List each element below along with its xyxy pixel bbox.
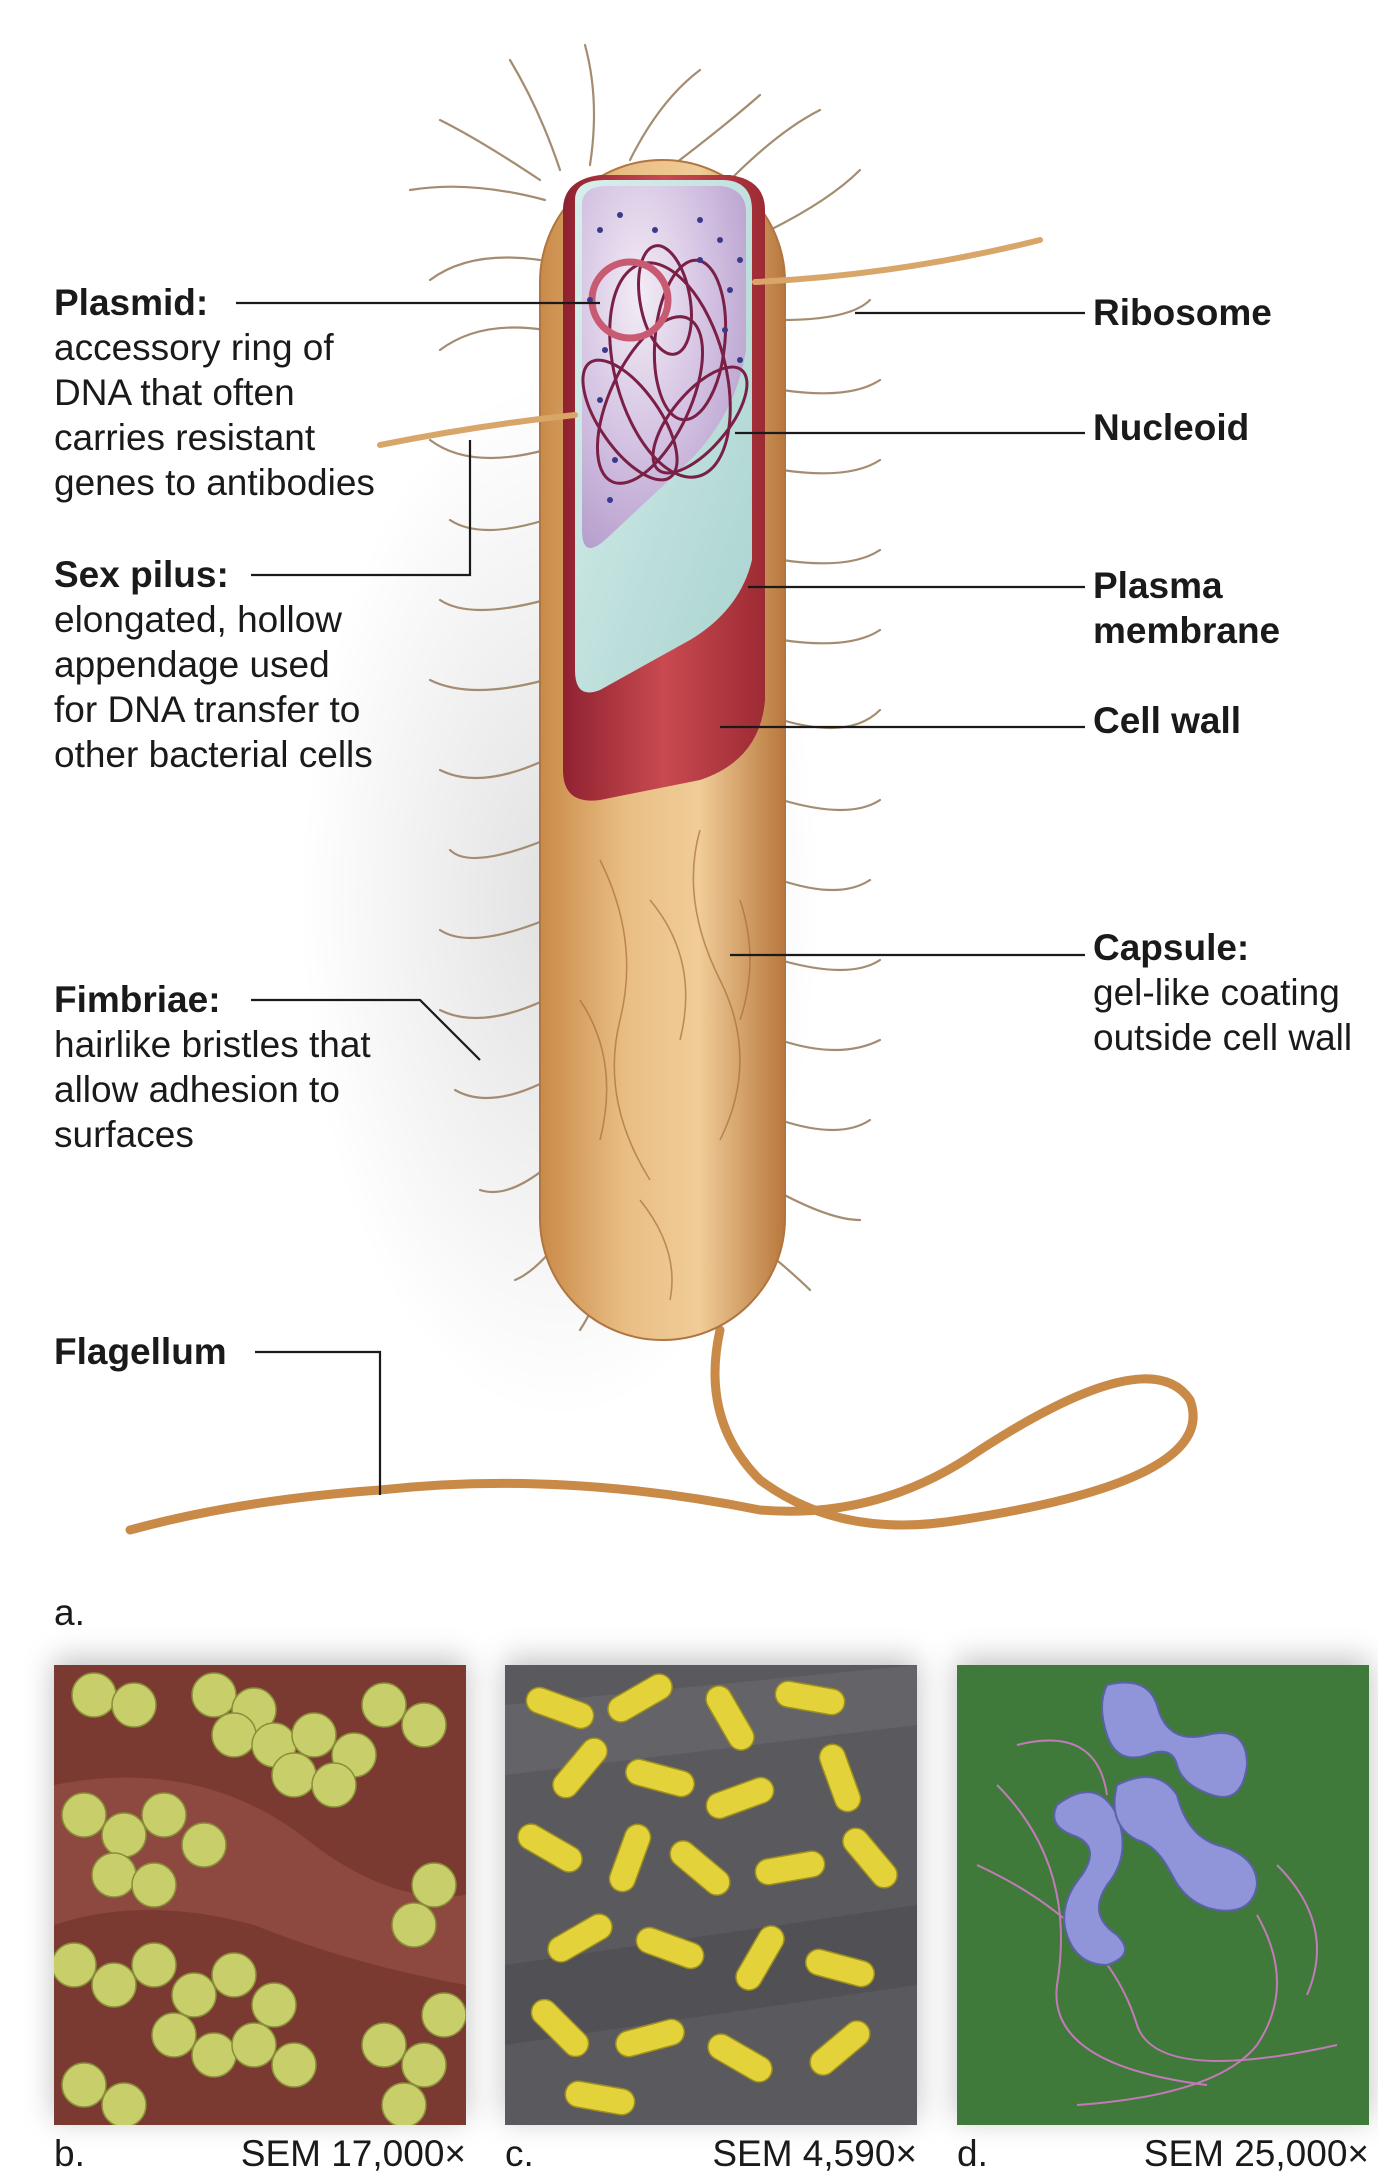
label-plasmid-line-1: accessory ring of — [54, 327, 334, 368]
flagellum — [125, 1325, 1198, 1535]
micrograph-d-caption: SEM 25,000× — [1143, 2133, 1369, 2174]
label-plasma-membrane: Plasma membrane — [1093, 563, 1280, 653]
label-sex-pilus-title: Sex pilus: — [54, 554, 229, 595]
micrograph-d — [957, 1665, 1369, 2125]
label-fimbriae-title: Fimbriae: — [54, 979, 221, 1020]
label-plasmid: Plasmid: accessory ring of DNA that ofte… — [54, 280, 375, 505]
label-sex-pilus-line-4: other bacterial cells — [54, 734, 373, 775]
panel-a-label: a. — [54, 1592, 85, 1633]
micrograph-c-caption: SEM 4,590× — [712, 2133, 917, 2174]
label-flagellum-title: Flagellum — [54, 1331, 227, 1372]
label-capsule-line-1: gel-like coating — [1093, 972, 1340, 1013]
label-capsule-line-2: outside cell wall — [1093, 1017, 1353, 1058]
label-plasma-membrane-title: Plasma — [1093, 565, 1223, 606]
bacterial-cell-diagram — [125, 43, 1198, 1535]
micrograph-b-caption: SEM 17,000× — [240, 2133, 466, 2174]
label-sex-pilus-line-3: for DNA transfer to — [54, 689, 361, 730]
label-fimbriae-line-2: allow adhesion to — [54, 1069, 340, 1110]
label-nucleoid-title: Nucleoid — [1093, 407, 1250, 448]
label-sex-pilus-line-2: appendage used — [54, 644, 330, 685]
spiral-cells — [1053, 1681, 1259, 1967]
micrograph-d-letter: d. — [957, 2133, 988, 2174]
label-cell-wall-title: Cell wall — [1093, 700, 1242, 741]
cocci-cluster — [54, 1672, 466, 2125]
label-plasmid-line-3: carries resistant — [54, 417, 316, 458]
micrograph-b-letter: b. — [54, 2133, 85, 2174]
capsule-texture — [579, 829, 751, 1301]
sex-pilus-right — [752, 237, 1043, 285]
micrograph-c — [505, 1665, 917, 2125]
ribosomes — [587, 212, 743, 503]
label-ribosome-title: Ribosome — [1093, 292, 1272, 333]
label-capsule-title: Capsule: — [1093, 927, 1250, 968]
micrograph-c-letter: c. — [505, 2133, 534, 2174]
flagella-strands — [976, 1739, 1338, 2106]
micrograph-d-image — [957, 1665, 1369, 2125]
label-fimbriae-line-3: surfaces — [54, 1114, 194, 1155]
label-plasmid-line-2: DNA that often — [54, 372, 295, 413]
micrograph-b — [54, 1665, 466, 2125]
micrograph-c-image — [505, 1665, 917, 2125]
label-nucleoid: Nucleoid — [1093, 405, 1249, 450]
label-fimbriae: Fimbriae: hairlike bristles that allow a… — [54, 977, 371, 1157]
nucleoid — [581, 244, 749, 485]
label-sex-pilus: Sex pilus: elongated, hollow appendage u… — [54, 552, 373, 777]
micrograph-b-image — [54, 1665, 466, 2125]
sex-pilus-left — [377, 412, 578, 448]
label-cell-wall: Cell wall — [1093, 698, 1241, 743]
label-ribosome: Ribosome — [1093, 290, 1272, 335]
leader-lines — [236, 301, 1085, 1495]
rod-cells — [517, 1673, 898, 2116]
label-flagellum: Flagellum — [54, 1329, 227, 1374]
label-plasmid-title: Plasmid: — [54, 282, 209, 323]
label-plasma-membrane-line-1: membrane — [1093, 610, 1281, 651]
label-capsule: Capsule: gel-like coating outside cell w… — [1093, 925, 1352, 1060]
label-fimbriae-line-1: hairlike bristles that — [54, 1024, 371, 1065]
label-sex-pilus-line-1: elongated, hollow — [54, 599, 342, 640]
label-plasmid-line-4: genes to antibodies — [54, 462, 375, 503]
